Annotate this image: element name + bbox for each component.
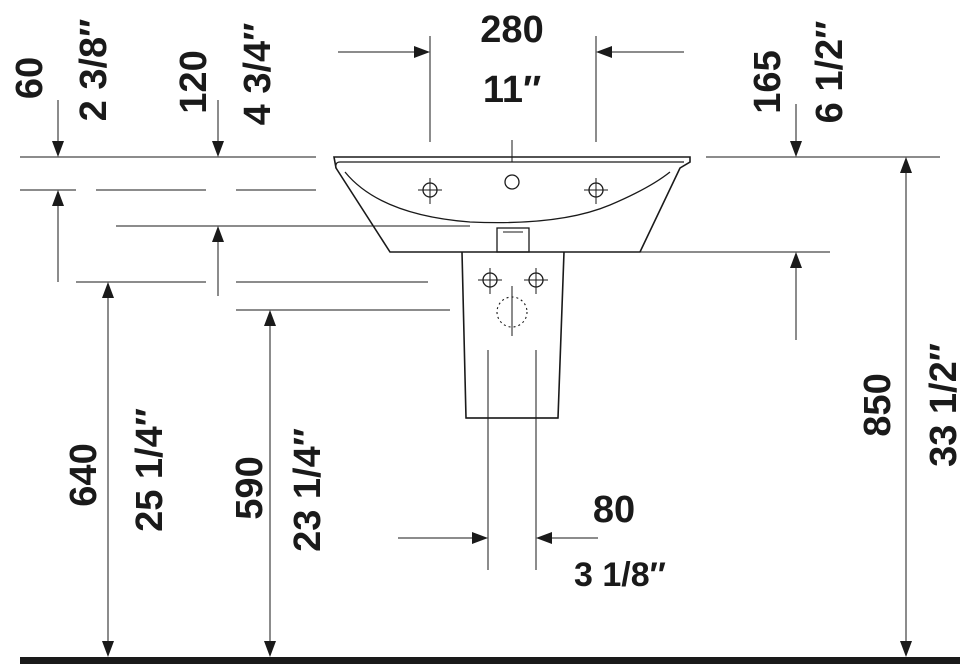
label-80-mm: 80 bbox=[593, 489, 635, 531]
tap-hole-center-icon bbox=[504, 174, 520, 190]
pedestal-hole-right-icon bbox=[524, 268, 548, 294]
pedestal-hole-left-icon bbox=[478, 268, 502, 294]
tap-hole-left-icon bbox=[418, 178, 442, 204]
label-80-inch: 3 1/8″ bbox=[574, 556, 666, 594]
label-60-mm: 60 bbox=[9, 57, 51, 99]
label-165-mm: 165 bbox=[747, 50, 789, 113]
dimension-arrows-60 bbox=[52, 100, 64, 282]
dimension-arrows-850 bbox=[900, 157, 912, 657]
label-590-inch: 23 1/4″ bbox=[287, 428, 329, 552]
basin-outline bbox=[333, 156, 691, 253]
label-590-mm: 590 bbox=[229, 456, 271, 519]
dimension-arrows-120 bbox=[212, 100, 224, 296]
floor-line bbox=[20, 657, 960, 664]
label-640-mm: 640 bbox=[63, 443, 105, 506]
label-60-inch: 2 3/8″ bbox=[73, 19, 115, 122]
label-850-inch: 33 1/2″ bbox=[923, 343, 965, 467]
label-165-inch: 6 1/2″ bbox=[809, 21, 851, 124]
dimension-arrows-590 bbox=[264, 310, 276, 657]
dimension-arrows-280 bbox=[338, 46, 684, 58]
tap-hole-right-icon bbox=[584, 178, 608, 204]
pedestal-outline bbox=[461, 251, 565, 419]
label-280-inch: 11″ bbox=[483, 69, 541, 111]
drain-pipe-icon bbox=[496, 286, 528, 336]
label-120-inch: 4 3/4″ bbox=[237, 23, 279, 126]
label-850-mm: 850 bbox=[857, 373, 899, 436]
extension-lines bbox=[20, 36, 940, 570]
label-280-mm: 280 bbox=[480, 9, 543, 51]
dimension-arrows-640 bbox=[102, 282, 114, 657]
dimension-arrows-165 bbox=[790, 104, 802, 340]
label-120-mm: 120 bbox=[173, 50, 215, 113]
dimension-arrows-80 bbox=[398, 532, 598, 544]
label-640-inch: 25 1/4″ bbox=[129, 408, 171, 532]
